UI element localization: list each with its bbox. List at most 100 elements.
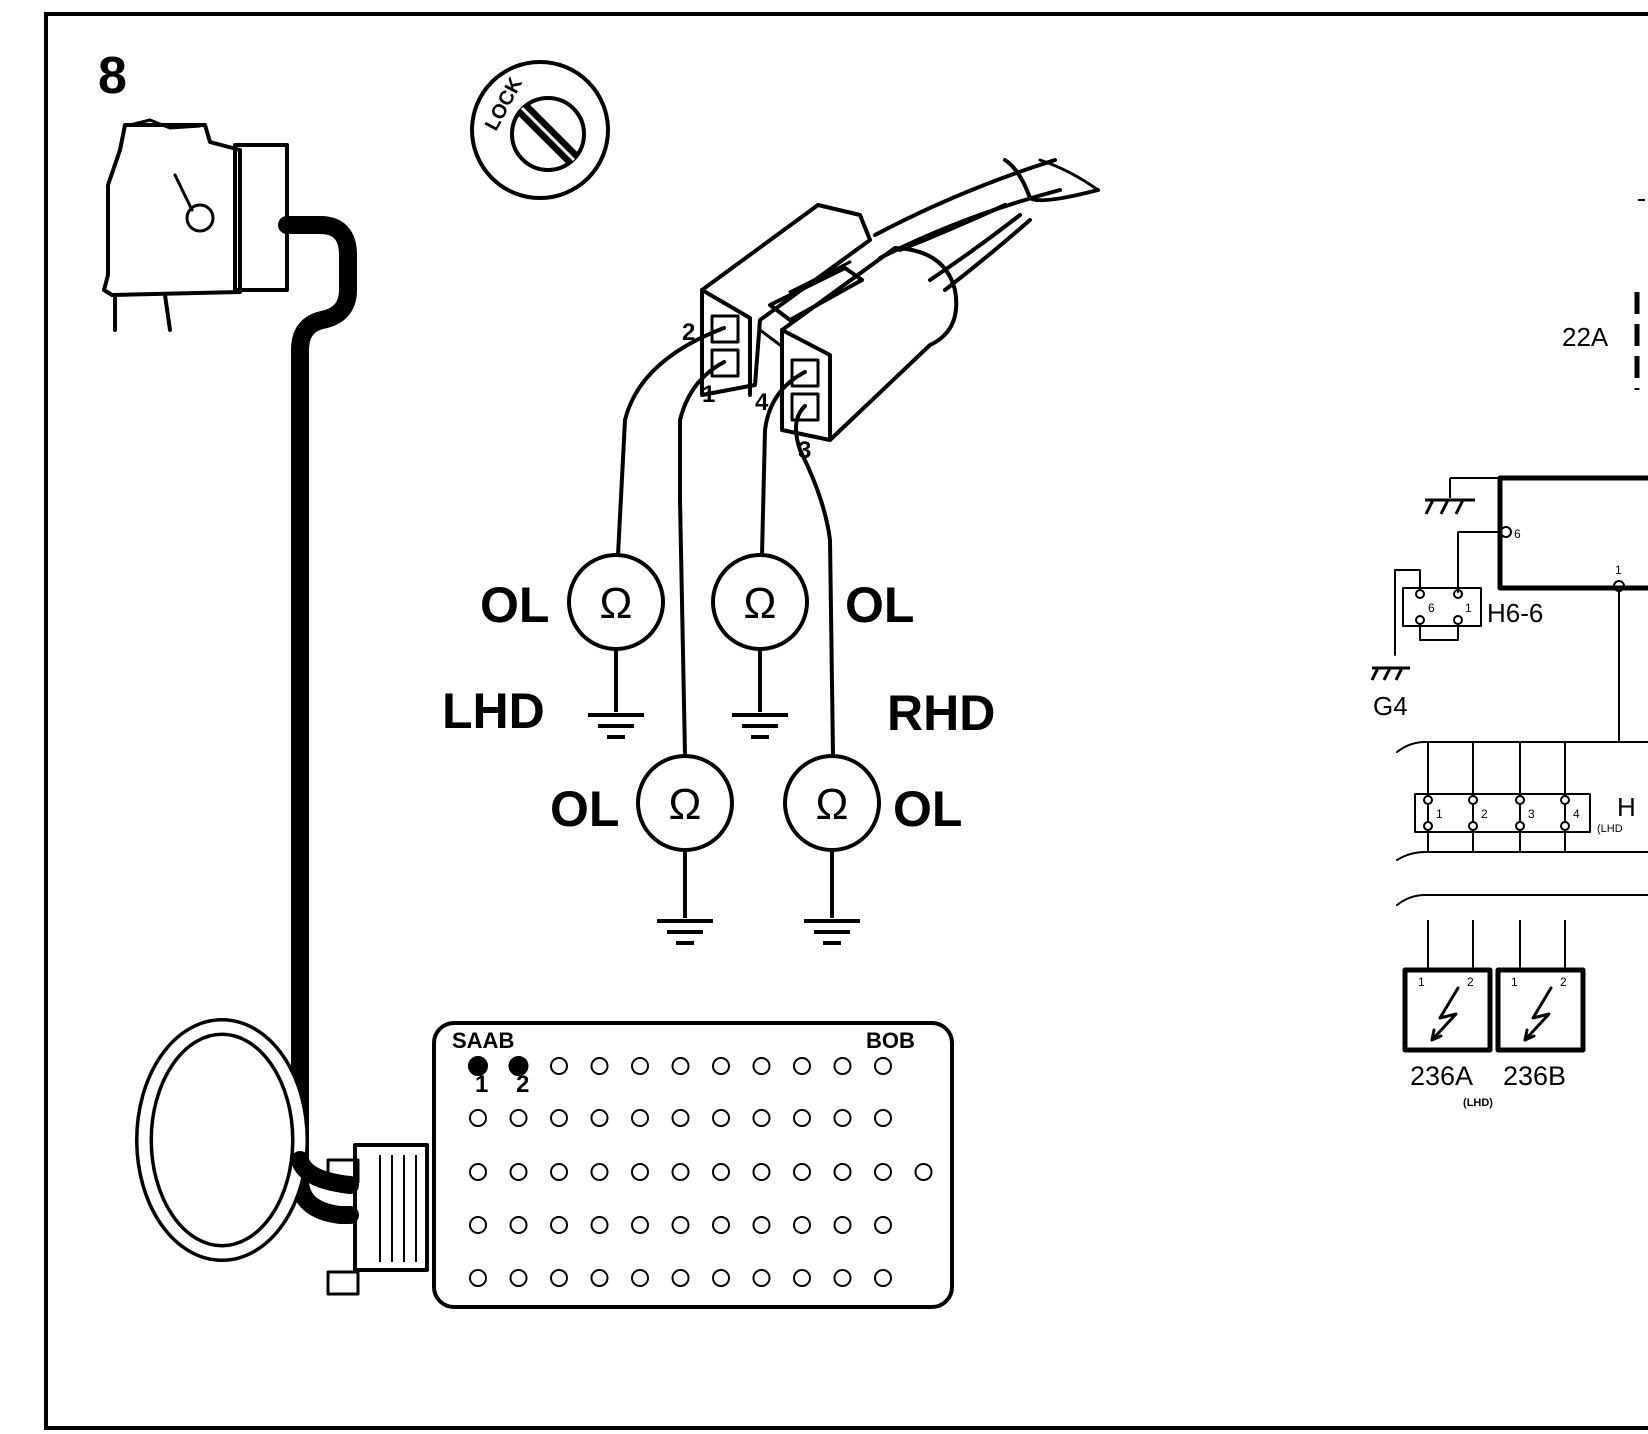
coil-236b-pin-1: 1	[1511, 975, 1518, 989]
bob-pin-label-2: 2	[516, 1071, 529, 1098]
coil-236a-note: (LHD)	[1463, 1097, 1493, 1109]
relay-connector-icon	[700, 203, 959, 442]
fuse-label-22a: 22A	[1562, 322, 1609, 352]
ohm-symbol: Ω	[744, 579, 777, 628]
h-pin-terminal	[1515, 795, 1525, 805]
bob-socket	[469, 1109, 487, 1127]
bob-pin-label-1: 1	[475, 1071, 488, 1098]
wire-harness-icon	[873, 158, 1100, 292]
h-pin-label-2: 2	[1481, 807, 1488, 821]
bob-name-label: BOB	[866, 1028, 915, 1053]
connector-label-h: H	[1617, 792, 1636, 822]
bob-socket	[671, 1216, 690, 1234]
h6-pin-6: 6	[1428, 601, 1435, 615]
ignition-lock-icon: LOCK	[470, 60, 610, 200]
lhd-label: LHD	[442, 683, 545, 739]
ohm-symbol: Ω	[669, 780, 702, 829]
ohm-symbol: Ω	[816, 780, 849, 829]
reading-ol-4: OL	[893, 781, 962, 837]
reading-ol-3: OL	[550, 781, 619, 837]
bob-socket	[469, 1163, 487, 1181]
ohmmeter-3: Ω	[636, 754, 734, 945]
bob-socket	[590, 1269, 609, 1287]
bob-socket	[550, 1216, 568, 1234]
bob-socket	[631, 1057, 649, 1075]
ground-icon	[1370, 666, 1410, 681]
bob-socket	[590, 1057, 609, 1075]
bob-socket	[793, 1163, 811, 1181]
bob-socket	[833, 1163, 852, 1181]
h-pin-terminal	[1560, 821, 1570, 831]
lightning-icon	[1523, 986, 1553, 1042]
bob-socket	[712, 1057, 730, 1075]
bob-socket	[550, 1057, 568, 1075]
bob-socket	[793, 1216, 811, 1234]
bob-socket	[752, 1163, 771, 1181]
figure-frame	[44, 12, 1648, 1430]
test-cable	[135, 216, 359, 1262]
coil-label-236a: 236A	[1410, 1061, 1473, 1091]
h-pin-terminal	[1468, 821, 1478, 831]
bob-socket-active	[468, 1056, 488, 1076]
ignition-coil-236a: 1 2	[1402, 920, 1493, 1053]
bob-socket	[509, 1163, 528, 1181]
reading-ol-1: OL	[480, 577, 549, 633]
bob-socket	[752, 1216, 771, 1234]
h-pin-terminal	[1560, 795, 1570, 805]
figure-number: 8	[98, 47, 127, 105]
bob-socket	[914, 1163, 933, 1181]
bob-socket	[590, 1163, 609, 1181]
bob-brand-label: SAAB	[452, 1028, 514, 1053]
coil-236a-pin-1: 1	[1418, 975, 1425, 989]
bob-socket-grid	[468, 1056, 933, 1287]
bob-socket	[793, 1057, 811, 1075]
bob-socket	[833, 1057, 852, 1075]
bob-socket	[590, 1216, 609, 1234]
connector-pin-1: 1	[702, 381, 715, 408]
rhd-label: RHD	[887, 685, 995, 741]
bob-socket	[671, 1057, 690, 1075]
wiring-schematic: 22A 6 1 6 1 H6-6	[1370, 199, 1648, 1109]
ground-icon	[657, 919, 713, 945]
bob-socket	[874, 1216, 892, 1234]
bob-socket	[712, 1216, 730, 1234]
ohmmeter-4: Ω	[783, 754, 881, 945]
bob-socket	[752, 1269, 771, 1287]
bob-socket	[671, 1109, 690, 1127]
h-pin-label-1: 1	[1436, 807, 1443, 821]
bob-socket	[833, 1269, 852, 1287]
module-pin-6: 6	[1514, 527, 1521, 541]
ground-label-g4: G4	[1373, 691, 1408, 721]
h-pin-terminal	[1423, 795, 1433, 805]
test-lead-pin-4	[760, 370, 807, 557]
ground-icon	[588, 713, 644, 739]
test-lead-pin-1	[678, 360, 726, 757]
test-lead-pin-2	[616, 326, 726, 557]
ground-icon	[804, 919, 860, 945]
bob-socket	[509, 1216, 528, 1234]
bob-socket	[469, 1269, 487, 1287]
bob-socket	[671, 1163, 690, 1181]
bob-socket	[631, 1163, 649, 1181]
bob-socket	[874, 1109, 892, 1127]
bob-socket	[469, 1216, 487, 1234]
bob-socket	[509, 1269, 528, 1287]
connector-pin-2: 2	[682, 319, 695, 346]
bob-socket	[874, 1057, 892, 1075]
h6-pin-1: 1	[1465, 601, 1472, 615]
breakout-box: SAAB BOB 1 2	[432, 1021, 954, 1309]
ignition-coil-236b: 1 2	[1495, 920, 1586, 1053]
reading-ol-2: OL	[845, 577, 914, 633]
bob-socket	[590, 1109, 609, 1127]
coil-label-236b: 236B	[1503, 1061, 1566, 1091]
h-pin-label-4: 4	[1573, 807, 1580, 821]
ohm-symbol: Ω	[600, 579, 633, 628]
bob-socket	[550, 1109, 568, 1127]
ohmmeter-1: Ω	[567, 553, 665, 739]
h-pin-terminal	[1515, 821, 1525, 831]
bob-socket	[550, 1269, 568, 1287]
bob-socket	[752, 1057, 771, 1075]
